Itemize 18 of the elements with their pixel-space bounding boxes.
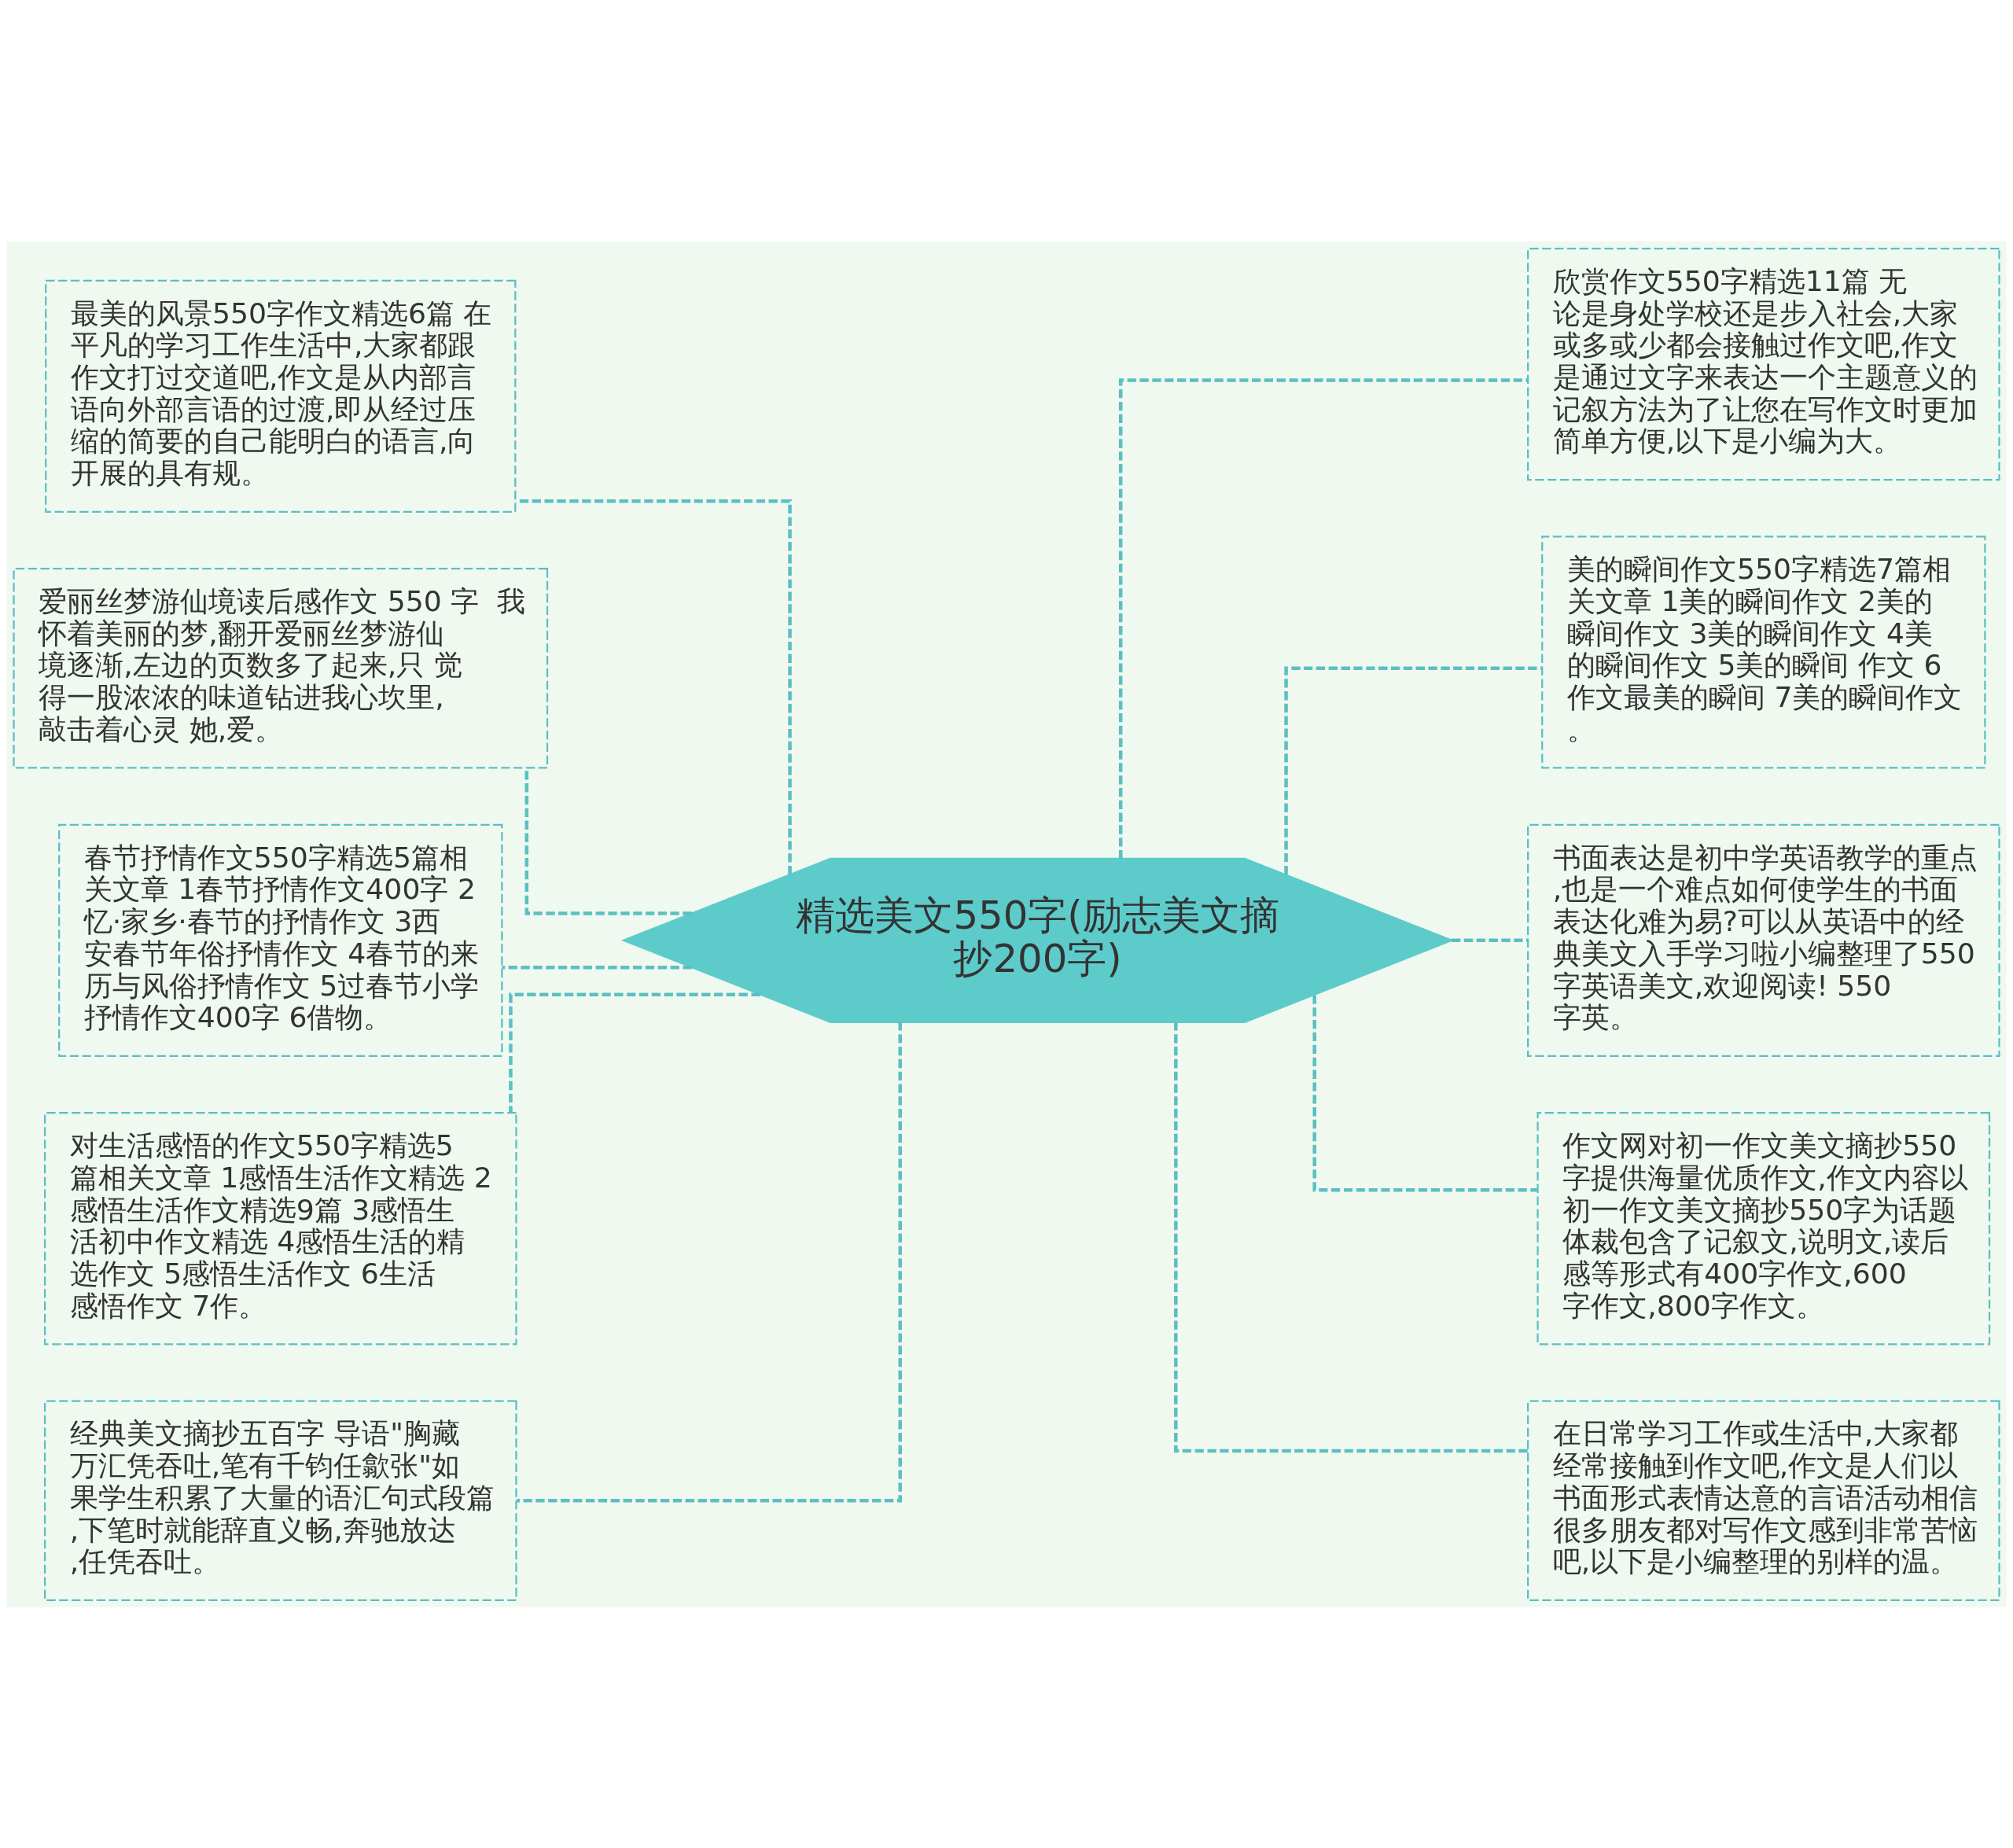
node-box: 对生活感悟的作文550字精选5篇相关文章 1感悟生活作文精选 2感悟生活作文精选9篇 3感悟生活初中作文精选 4感悟生活的精选作文 5感悟生活作文 6生活感悟作文 7作。 (43, 1111, 517, 1345)
connector (1312, 995, 1537, 1191)
node-box: 春节抒情作文550字精选5篇相关文章 1春节抒情作文400字 2忆·家乡·春节的抒情作文 3西安春节年俗抒情作文 4春节的来历与风俗抒情作文 5过春节小学抒情作文400字 6借物。 (58, 823, 503, 1057)
node-box: 在日常学习工作或生活中,大家都经常接触到作文吧,作文是人们以书面形式表情达意的言语活动相信很多朋友都对写作文感到非常苦恼吧,以下是小编整理的别样的温。 (1527, 1400, 2000, 1601)
connector (1451, 938, 1528, 942)
node-box: 书面表达是初中学英语教学的重点,也是一个难点如何使学生的书面表达化难为易?可以从英语中的经典美文入手学习啦小编整理了550字英语美文,欢迎阅读! 550字英。 (1527, 823, 2000, 1057)
node-box: 作文网对初一作文美文摘抄550字提供海量优质作文,作文内容以初一作文美文摘抄550字为话题体裁包含了记叙文,说明文,读后感等形式有400字作文,600字作文,800字作文。 (1536, 1111, 1991, 1345)
connector (1118, 377, 1528, 859)
connector (509, 992, 760, 1112)
node-box: 欣赏作文550字精选11篇 无论是身处学校还是步入社会,大家或多或少都会接触过作文吧,作文是通过文字来表达一个主题意义的记叙方法为了让您在写作文时更加简单方便,以下是小编为大。 (1527, 247, 2000, 480)
connector (516, 1021, 902, 1503)
connector (1284, 666, 1542, 874)
node-box: 美的瞬间作文550字精选7篇相关文章 1美的瞬间作文 2美的瞬间作文 3美的瞬间作文 4美的瞬间作文 5美的瞬间 作文 6作文最美的瞬间 7美的瞬间作文。 (1541, 535, 1986, 769)
connector (502, 965, 692, 970)
node-box: 爱丽丝梦游仙境读后感作文 550 字 我怀着美丽的梦,翻开爱丽丝梦游仙境逐渐,左边的页数多了起来,只 觉得一股浓浓的味道钻进我心坎里,敲击着心灵 她,爱。 (13, 567, 549, 769)
node-box: 经典美文摘抄五百字 导语"胸藏万汇凭吞吐,笔有千钧任歙张"如果学生积累了大量的语汇句式段篇,下笔时就能辞直义畅,奔驰放达,任凭吞吐。 (43, 1400, 517, 1601)
node-box: 最美的风景550字作文精选6篇 在平凡的学习工作生活中,大家都跟作文打过交道吧,作文是从内部言语向外部言语的过渡,即从经过压缩的简要的自己能明白的语言,向开展的具有规。 (45, 279, 517, 513)
connector (1174, 1021, 1529, 1452)
